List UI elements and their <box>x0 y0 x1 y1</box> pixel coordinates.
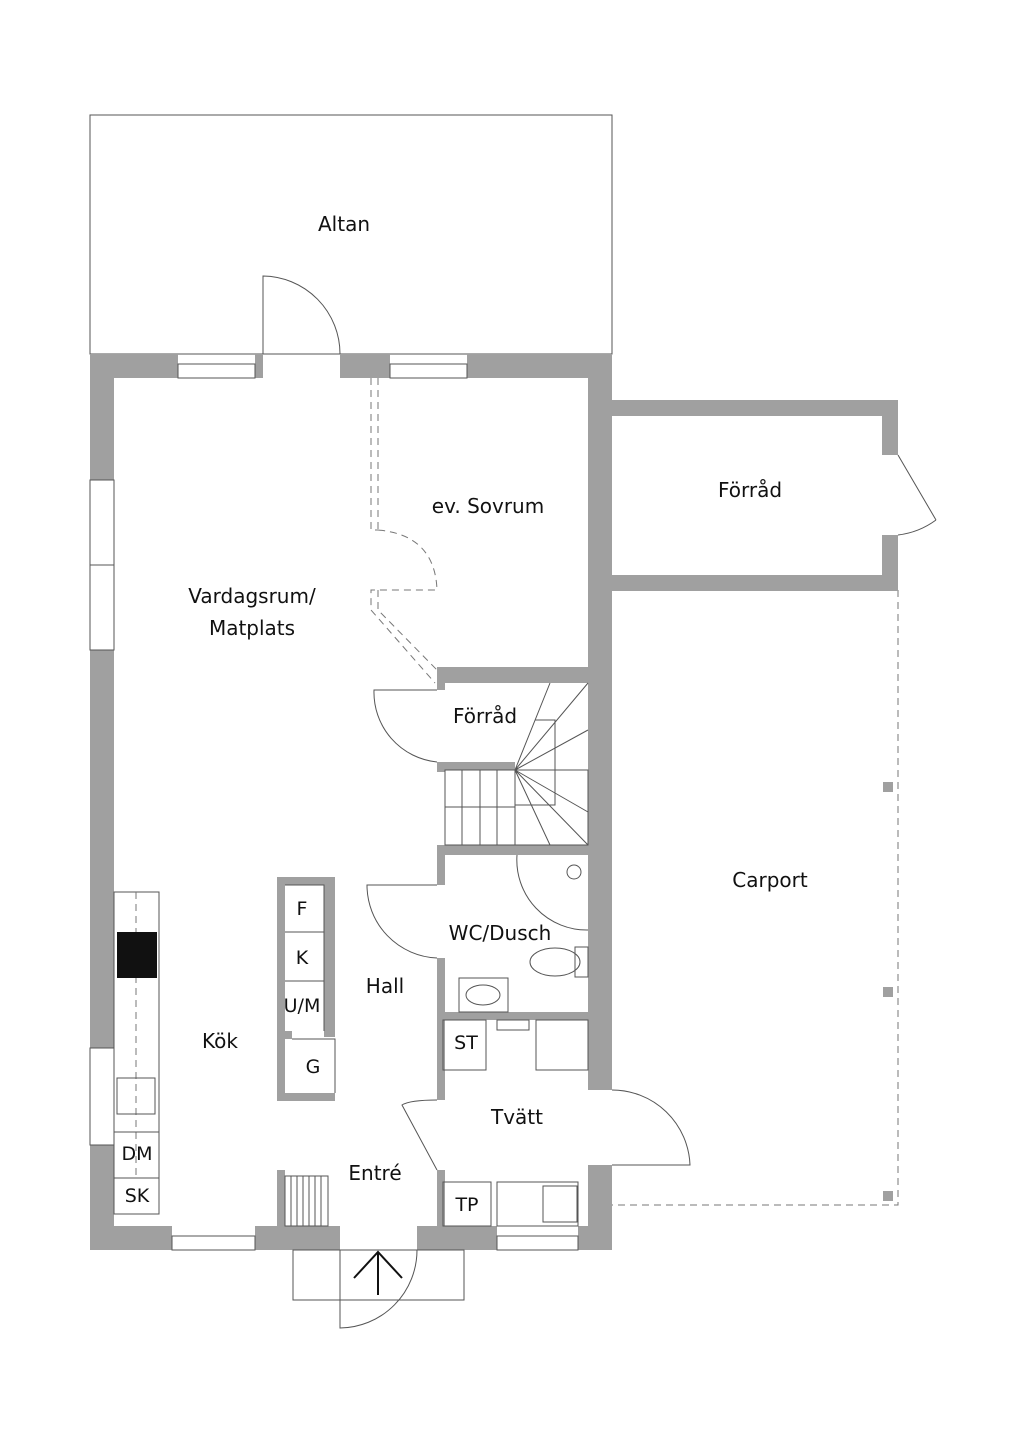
room-label-forrad-annex: Förråd <box>718 478 782 502</box>
appliance-label-st: ST <box>454 1032 478 1054</box>
appliance-label-k: K <box>296 947 309 969</box>
room-label-wc: WC/Dusch <box>449 921 552 945</box>
wc-fixtures <box>442 854 589 1227</box>
room-label-sovrum: ev. Sovrum <box>432 494 544 518</box>
appliance-label-um: U/M <box>284 995 321 1017</box>
entrance-arrow-icon <box>353 1250 403 1295</box>
appliance-label-dm: DM <box>121 1143 152 1165</box>
kitchen-counter <box>113 891 160 1215</box>
door-wc[interactable] <box>366 884 438 959</box>
staircase <box>444 682 589 846</box>
room-label-carport: Carport <box>732 868 808 892</box>
door-tvatt[interactable] <box>401 1099 438 1171</box>
room-label-altan: Altan <box>318 212 370 236</box>
door-annex[interactable] <box>897 454 937 536</box>
entrance-step <box>292 1249 465 1301</box>
door-forrad[interactable] <box>373 689 438 763</box>
carport-post <box>883 1191 893 1201</box>
room-label-vardagsrum: Vardagsrum/ <box>188 584 316 608</box>
door-carport[interactable] <box>611 1089 691 1166</box>
appliance-label-sk: SK <box>125 1185 150 1207</box>
shoe-rack <box>284 1175 329 1227</box>
walls <box>90 354 898 1250</box>
appliance-label-tp: TP <box>454 1194 478 1216</box>
door-sovrum <box>370 378 438 684</box>
room-label-forrad-stair: Förråd <box>453 704 517 728</box>
stove-icon <box>117 932 157 978</box>
carport-post <box>883 987 893 997</box>
carport-post <box>883 782 893 792</box>
door-altan[interactable] <box>262 275 341 355</box>
sink-icon <box>116 1077 156 1115</box>
appliance-label-f: F <box>297 898 308 920</box>
room-label-entre: Entré <box>348 1161 401 1185</box>
room-label-hall: Hall <box>366 974 404 998</box>
room-label-tvatt: Tvätt <box>490 1105 543 1129</box>
room-label-kok: Kök <box>202 1029 238 1053</box>
room-label-matplats: Matplats <box>209 616 295 640</box>
carport-outline <box>612 590 899 1206</box>
door-entrance[interactable] <box>339 1249 418 1329</box>
appliance-label-g: G <box>306 1056 321 1078</box>
